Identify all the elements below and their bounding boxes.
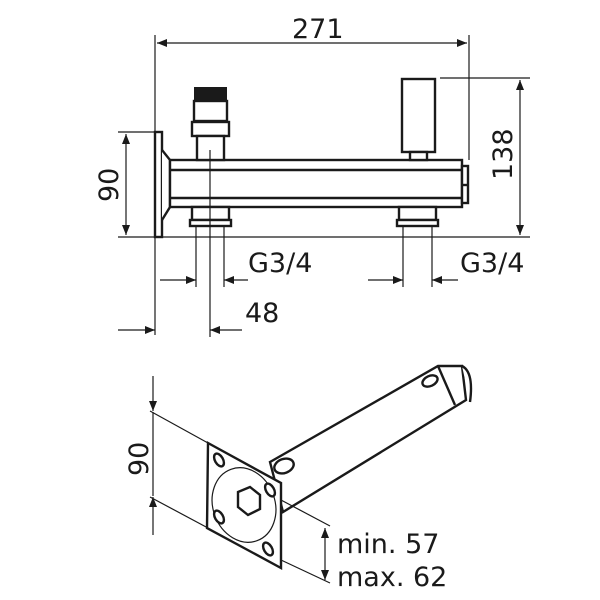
offset-label: 48 <box>245 298 279 329</box>
thread-left-label: G3/4 <box>248 248 312 279</box>
iso-flange-size-label: 90 <box>124 442 155 476</box>
depth-min-label: min. 57 <box>337 529 439 560</box>
side-view: 271 138 90 <box>94 14 530 337</box>
iso-view: 90 min. 57 max. 62 <box>124 364 473 593</box>
mixer-body <box>153 77 470 239</box>
flange-size-label: 90 <box>94 168 125 202</box>
length-label: 271 <box>292 14 344 45</box>
depth-max-label: max. 62 <box>337 562 447 593</box>
thread-right-label: G3/4 <box>460 248 524 279</box>
height-label: 138 <box>488 128 519 180</box>
